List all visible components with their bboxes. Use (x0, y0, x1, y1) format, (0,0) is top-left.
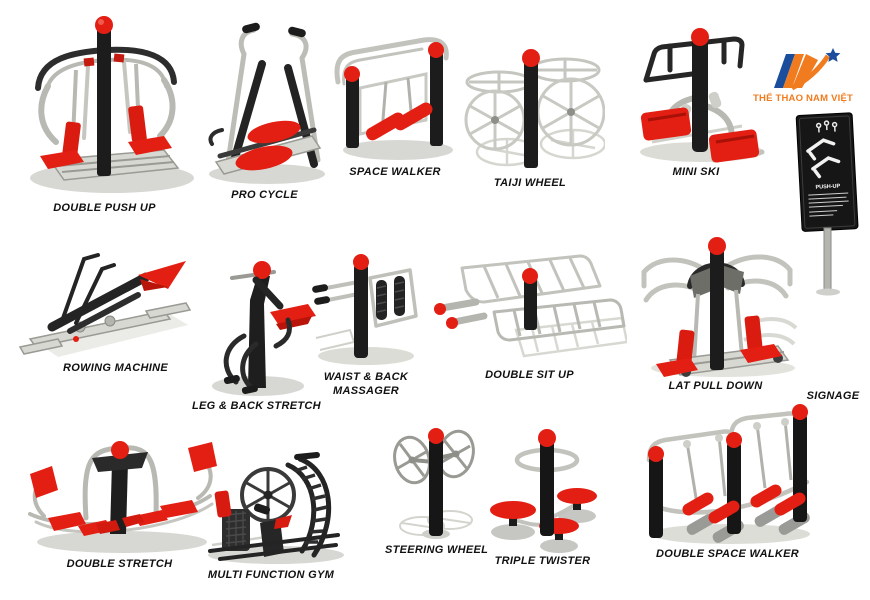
equipment-item-leg-back-stretch: LEG & BACK STRETCH (192, 240, 321, 413)
rowing-machine-illustration (18, 253, 192, 357)
equipment-item-lat-pull-down: LAT PULL DOWN (628, 228, 803, 393)
pushup-figure-icon (806, 138, 841, 179)
equipment-item-pro-cycle: PRO CYCLE (192, 12, 337, 202)
triple-twister-illustration (490, 429, 597, 553)
signage-illustration: PUSH-UP (795, 112, 859, 296)
nv-monogram-icon (774, 48, 841, 91)
mini-ski-illustration (640, 28, 765, 163)
equipment-label: DOUBLE SPACE WALKER (655, 548, 799, 560)
lat-pull-down-illustration (641, 237, 798, 377)
equipment-label: STEERING WHEEL (385, 544, 489, 556)
equipment-item-rowing-machine: ROWING MACHINE (18, 235, 213, 375)
equipment-item-multi-function-gym: MULTI FUNCTION GYM (196, 435, 346, 582)
equipment-label: TAIJI WHEEL (493, 177, 567, 189)
equipment-label: MINI SKI (672, 166, 720, 178)
equipment-label: TRIPLE TWISTER (494, 555, 591, 567)
equipment-label: DOUBLE PUSH UP (53, 202, 156, 214)
brand-emblem-icon (815, 120, 838, 133)
brand-name: THỂ THAO NAM VIỆT (753, 93, 853, 104)
pro-cycle-illustration (208, 22, 325, 184)
equipment-item-double-sit-up: DOUBLE SIT UP (432, 242, 627, 382)
double-space-walker-illustration (646, 404, 810, 544)
waist-back-massager-illustration (312, 254, 418, 365)
signage-board: PUSH-UP (791, 110, 870, 298)
double-stretch-illustration (28, 441, 217, 553)
equipment-item-triple-twister: TRIPLE TWISTER (485, 420, 600, 568)
equipment-item-double-space-walker: DOUBLE SPACE WALKER (635, 402, 820, 561)
double-sit-up-illustration (434, 254, 627, 358)
equipment-item-taiji-wheel: TAIJI WHEEL (455, 32, 605, 190)
equipment-label: PRO CYCLE (231, 189, 298, 201)
equipment-label: DOUBLE STRETCH (66, 558, 173, 570)
double-push-up-illustration (30, 16, 194, 193)
taiji-wheel-illustration (464, 49, 605, 168)
space-walker-illustration (334, 37, 453, 160)
equipment-label: LAT PULL DOWN (668, 380, 763, 392)
equipment-item-steering-wheel: STEERING WHEEL (385, 412, 488, 557)
signage-label: SIGNAGE (806, 390, 860, 402)
equipment-label: SPACE WALKER (349, 166, 441, 178)
signage-board-title: PUSH-UP (815, 183, 840, 190)
leg-back-stretch-illustration (212, 261, 317, 396)
equipment-item-waist-back-massager: WAIST & BACK MASSAGER (310, 238, 422, 399)
brand-logo: THỂ THAO NAM VIỆT (740, 46, 866, 104)
equipment-label: WAIST & BACK MASSAGER (323, 371, 409, 398)
steering-wheel-illustration (392, 428, 475, 539)
equipment-label: MULTI FUNCTION GYM (207, 569, 335, 581)
equipment-label: DOUBLE SIT UP (485, 369, 574, 381)
equipment-item-space-walker: SPACE WALKER (330, 24, 460, 179)
equipment-label: ROWING MACHINE (62, 362, 169, 374)
multi-function-gym-illustration (208, 451, 344, 564)
equipment-item-double-push-up: DOUBLE PUSH UP (12, 8, 197, 215)
equipment-label: LEG & BACK STRETCH (192, 400, 321, 412)
equipment-item-double-stretch: DOUBLE STRETCH (22, 418, 217, 571)
star-icon (825, 48, 841, 62)
equipment-item-mini-ski: MINI SKI (622, 14, 770, 179)
